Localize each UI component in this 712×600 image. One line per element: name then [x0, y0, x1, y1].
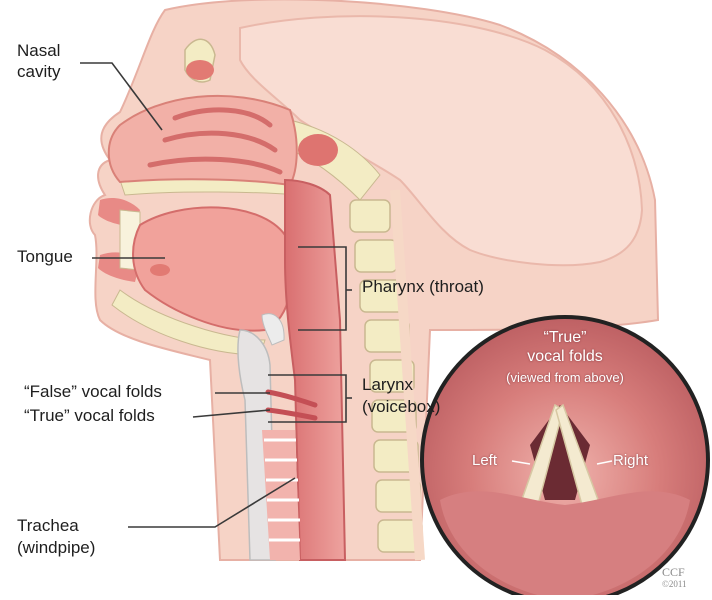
label-larynx-line2: (voicebox) — [362, 397, 440, 417]
inset-title-line2: vocal folds — [500, 348, 630, 366]
label-larynx-line1: Larynx — [362, 375, 413, 395]
inset-lower-tissue — [440, 491, 690, 595]
label-false-vocal-folds: “False” vocal folds — [24, 382, 162, 402]
label-nasal-line2: cavity — [17, 62, 60, 82]
label-true-vocal-folds: “True” vocal folds — [24, 406, 155, 426]
sinus — [186, 60, 214, 80]
label-nasal-line1: Nasal — [17, 41, 60, 61]
label-trachea-line2: (windpipe) — [17, 538, 95, 558]
inset-title-line3: (viewed from above) — [475, 370, 655, 385]
tongue-tip — [150, 264, 170, 276]
label-trachea-line1: Trachea — [17, 516, 79, 536]
inset-right-label: Right — [613, 452, 663, 469]
inset-title-line1: “True” — [515, 329, 615, 347]
credit-year: ©2011 — [662, 579, 687, 589]
label-pharynx: Pharynx (throat) — [362, 277, 484, 297]
inset-left-label: Left — [472, 452, 512, 469]
label-tongue: Tongue — [17, 247, 73, 267]
adenoid — [298, 134, 338, 166]
credit-mark: CCF — [662, 565, 685, 580]
